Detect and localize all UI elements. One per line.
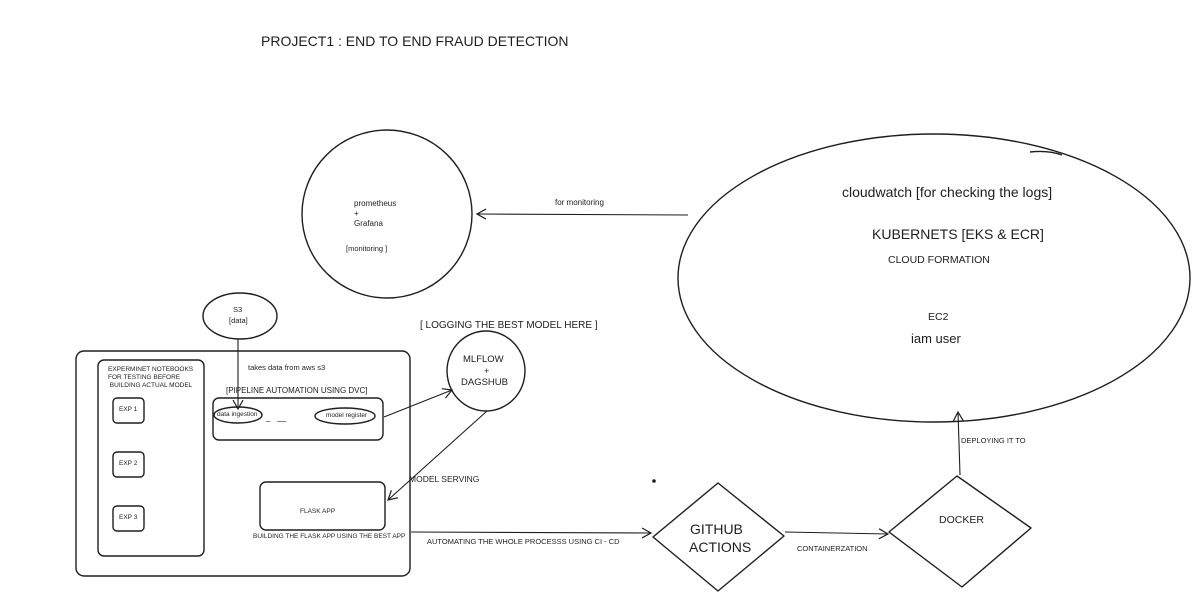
edge-deploying [952, 410, 964, 476]
edge-label-takes-data: takes data from aws s3 [248, 363, 326, 372]
exp-2-box [112, 451, 145, 478]
mlflow-caption: [ LOGGING THE BEST MODEL HERE ] [420, 320, 598, 331]
iam-label: iam user [911, 331, 961, 346]
pipeline-caption: [PIPELINE AUTOMATION USING DVC] [226, 386, 368, 395]
monitoring-label-1: prometheus [354, 199, 397, 208]
flask-app-box [259, 481, 386, 531]
flask-app-label: FLASK APP [300, 508, 336, 515]
cloud-node [677, 133, 1191, 423]
docker-label: DOCKER [939, 514, 984, 526]
mlflow-node [446, 330, 526, 412]
cloud-node-tail [1029, 150, 1063, 156]
monitoring-plus: + [354, 209, 359, 218]
main-project-box [75, 350, 411, 577]
model-register-node [314, 407, 376, 425]
kubernetes-label: KUBERNETS [EKS & ECR] [872, 226, 1044, 242]
docker-node [888, 475, 1032, 588]
mlflow-plus: + [484, 366, 490, 376]
edge-model-serving [387, 410, 488, 501]
ec2-label: EC2 [928, 311, 949, 323]
edge-label-containerization: CONTAINERZATION [797, 544, 868, 553]
diagram-title: PROJECT1 : END TO END FRAUD DETECTION [261, 33, 569, 49]
edge-label-model-serving: MODEL SERVING [409, 474, 480, 484]
s3-label-1: S3 [233, 305, 243, 314]
data-ingestion-label: data ingestion [217, 411, 258, 418]
exp-2-label: EXP 2 [119, 460, 138, 467]
monitoring-label-2: Grafana [354, 219, 383, 228]
mlflow-label-1: MLFLOW [463, 354, 504, 365]
cloudwatch-label: cloudwatch [for checking the logs] [842, 184, 1053, 200]
exp-3-box [112, 505, 145, 532]
edge-label-for-monitoring: for monitoring [555, 198, 604, 207]
edge-label-deploying: DEPLOYING IT TO [961, 436, 1026, 445]
pipeline-dash: _ __ [266, 413, 287, 422]
experiments-caption: EXPERMINET NOTEBOOKS FOR TESTING BEFORE … [108, 366, 194, 389]
edge-for-monitoring [475, 208, 689, 220]
cloudformation-label: CLOUD FORMATION [888, 254, 990, 266]
exp-1-label: EXP 1 [119, 406, 138, 413]
stray-dot [652, 479, 656, 483]
monitoring-note: [monitoring ] [346, 244, 388, 253]
flask-app-caption: BUILDING THE FLASK APP USING THE BEST AP… [253, 533, 406, 540]
experiments-box [97, 359, 205, 557]
edge-containerization [784, 528, 890, 540]
edge-cicd [410, 527, 653, 539]
pipeline-box [212, 397, 384, 441]
mlflow-label-2: DAGSHUB [461, 377, 508, 388]
github-label-1: GITHUB [690, 521, 743, 537]
edge-label-cicd: AUTOMATING THE WHOLE PROCESSS USING CI -… [427, 537, 620, 546]
edge-to-mlflow [383, 388, 454, 418]
github-label-2: ACTIONS [689, 539, 752, 555]
model-register-label: model register [326, 412, 368, 419]
s3-node [202, 292, 278, 340]
exp-3-label: EXP 3 [119, 514, 138, 521]
s3-label-2: [data] [229, 316, 248, 325]
github-actions-node [652, 482, 785, 592]
monitoring-node [301, 129, 473, 299]
exp-1-box [112, 397, 145, 424]
